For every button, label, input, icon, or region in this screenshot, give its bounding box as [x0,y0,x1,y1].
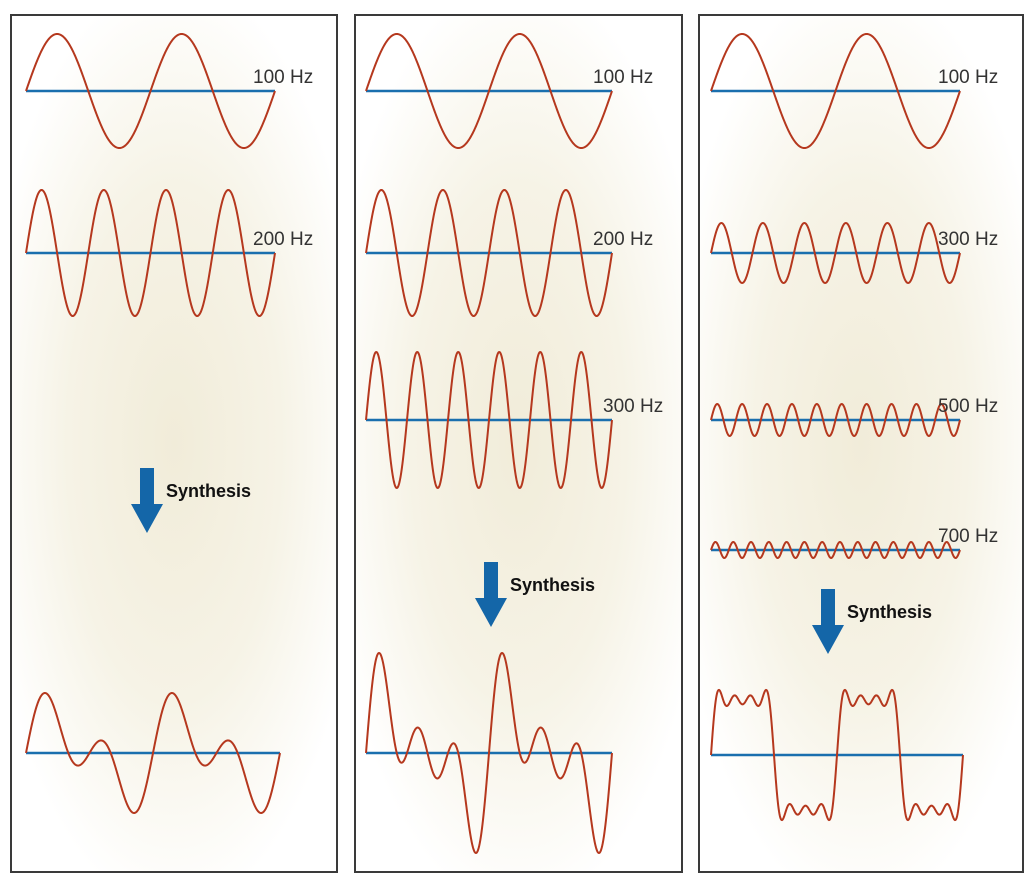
sine-wave-100hz [365,32,613,150]
sine-wave-700hz [710,540,961,560]
frequency-label: 200 Hz [593,229,653,250]
frequency-label: 100 Hz [253,67,313,88]
sine-wave-100hz [25,32,276,150]
frequency-label: 100 Hz [938,67,998,88]
synthesized-wave [710,688,964,822]
down-arrow-icon [131,468,163,533]
sine-wave-200hz [25,189,276,317]
synthesized-wave [25,691,281,815]
sine-wave-100hz [710,32,961,150]
down-arrow-icon [475,562,507,627]
frequency-label: 200 Hz [253,229,313,250]
frequency-label: 500 Hz [938,396,998,417]
synthesis-label: Synthesis [847,602,932,622]
sine-wave-500hz [710,402,961,438]
frequency-label: 300 Hz [938,229,998,250]
synthesis-label: Synthesis [166,481,251,501]
panel-2 [354,14,683,873]
panel-3 [698,14,1024,873]
sine-wave-300hz [365,350,613,490]
frequency-label: 100 Hz [593,67,653,88]
down-arrow-icon [812,589,844,654]
synthesis-label: Synthesis [510,575,595,595]
synthesized-wave [365,651,613,855]
frequency-label: 300 Hz [603,396,663,417]
panel-1 [10,14,338,873]
frequency-label: 700 Hz [938,526,998,547]
sine-wave-300hz [710,221,961,285]
sine-wave-200hz [365,189,613,317]
